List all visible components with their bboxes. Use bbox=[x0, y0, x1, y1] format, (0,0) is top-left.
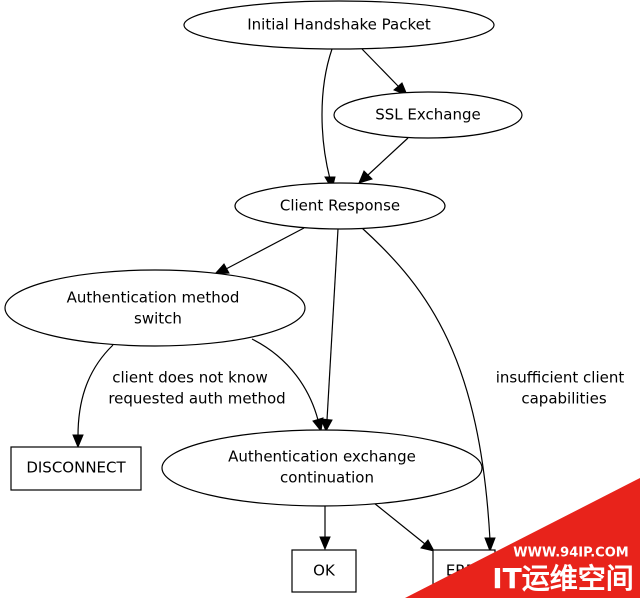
edge-label-not-know-line2: requested auth method bbox=[108, 390, 285, 408]
node-ssl-exchange: SSL Exchange bbox=[333, 91, 523, 139]
edge-label-insufficient-line2: capabilities bbox=[521, 390, 606, 408]
node-auth-method-switch-label-line1: Authentication method bbox=[67, 289, 240, 307]
edge-client-response-to-auth-switch bbox=[213, 227, 305, 275]
node-client-response: Client Response bbox=[234, 182, 446, 230]
node-initial-handshake-label: Initial Handshake Packet bbox=[247, 16, 431, 34]
node-ok: OK bbox=[291, 549, 357, 593]
edge-auth-continuation-to-ok bbox=[319, 506, 331, 551]
edge-label-not-know-line1: client does not know bbox=[112, 369, 267, 387]
edge-initial-to-client-response bbox=[321, 48, 336, 191]
edge-label-insufficient-line1: insufficient client bbox=[496, 369, 625, 387]
watermark-url: WWW.94IP.COM bbox=[513, 546, 628, 561]
node-auth-exchange-continuation: Authentication exchange continuation bbox=[161, 429, 483, 507]
node-disconnect-label: DISCONNECT bbox=[26, 459, 126, 477]
edge-initial-to-ssl bbox=[361, 48, 408, 96]
edge-auth-continuation-to-err bbox=[373, 502, 435, 552]
node-auth-method-switch-label-line2: switch bbox=[134, 310, 182, 328]
edge-auth-switch-to-auth-continuation bbox=[251, 338, 324, 433]
watermark-name: IT运维空间 bbox=[492, 562, 634, 595]
edge-client-response-to-err bbox=[361, 227, 496, 553]
node-auth-exchange-continuation-label-line2: continuation bbox=[280, 469, 374, 487]
node-auth-exchange-continuation-label-line1: Authentication exchange bbox=[228, 448, 416, 466]
watermark-logo: WWW.94IP.COM IT运维空间 bbox=[405, 478, 640, 598]
node-auth-method-switch: Authentication method switch bbox=[4, 269, 306, 347]
edge-auth-switch-to-disconnect bbox=[72, 344, 114, 449]
edge-client-response-to-auth-continuation bbox=[320, 228, 339, 433]
edge-ssl-to-client-response bbox=[358, 137, 409, 184]
node-disconnect: DISCONNECT bbox=[10, 446, 142, 491]
node-ok-label: OK bbox=[313, 562, 336, 580]
node-client-response-label: Client Response bbox=[280, 197, 400, 215]
watermark-triangle bbox=[405, 478, 640, 598]
node-ssl-exchange-label: SSL Exchange bbox=[375, 106, 480, 124]
node-initial-handshake: Initial Handshake Packet bbox=[183, 0, 495, 50]
